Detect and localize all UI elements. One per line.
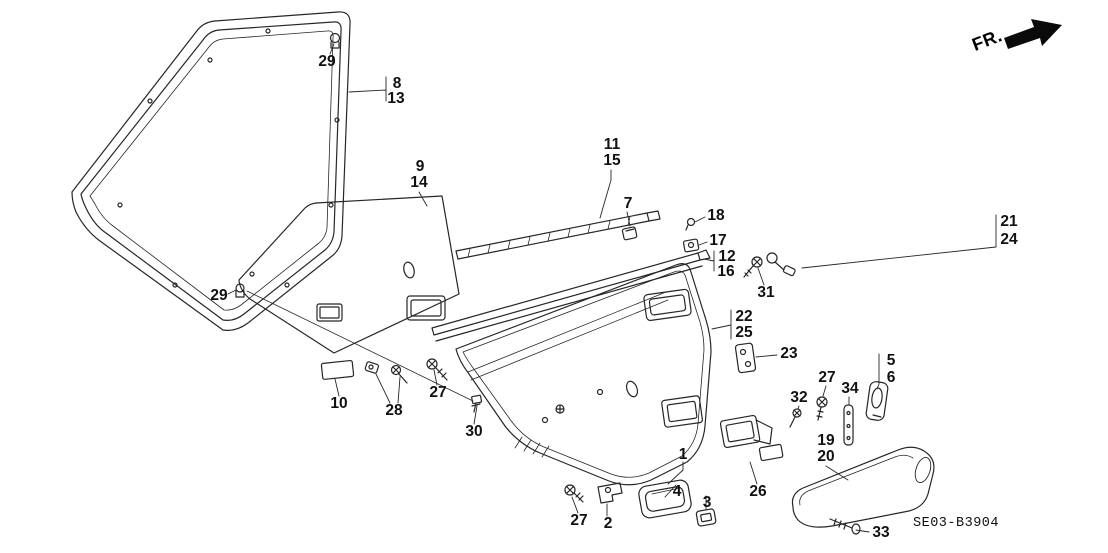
door-panel-seal: [238, 195, 460, 354]
diagram-code: SE03-B3904: [913, 516, 1000, 531]
screw-27-right: [816, 396, 828, 421]
grommet-17: [682, 238, 700, 253]
bracket-2: [597, 482, 623, 504]
screw-27-mid: [426, 358, 448, 381]
fr-arrow-icon: [1004, 19, 1062, 49]
plate-10: [320, 359, 355, 380]
pull-handle: [638, 479, 692, 519]
bezel-5-6: [865, 381, 889, 421]
grommet-28: [364, 361, 408, 384]
clip-7: [621, 226, 638, 241]
ashtray-26: [719, 414, 784, 462]
weatherstrip-seal: [71, 11, 351, 331]
screw-31: [743, 256, 763, 278]
clip-29-top: [329, 32, 341, 49]
bracket-23: [734, 342, 757, 374]
screw-33: [829, 518, 861, 535]
trim-panel: [455, 263, 712, 486]
leader-lines: [227, 43, 997, 533]
clip-18: [685, 217, 696, 231]
screw-32: [789, 408, 802, 428]
belt-molding: [431, 249, 711, 342]
upper-molding: [455, 210, 661, 260]
armrest: [791, 446, 935, 528]
lock-knob: [766, 252, 796, 277]
screw-27-bottom: [564, 484, 584, 503]
strip-34: [843, 404, 854, 446]
plug-3: [695, 508, 717, 527]
